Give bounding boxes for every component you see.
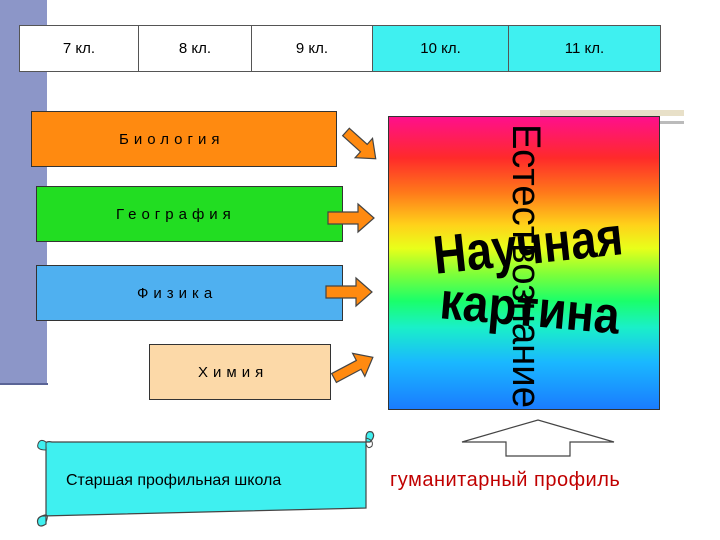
subject-chemistry-label: Химия xyxy=(198,363,269,381)
word-art-layer: Научная картина xyxy=(430,206,625,346)
profile-up-arrow xyxy=(461,419,615,457)
decor-line-top xyxy=(540,110,684,116)
subject-biology-label: Биология xyxy=(119,130,225,148)
subject-physics-label: Физика xyxy=(137,284,218,302)
humanities-profile-label: гуманитарный профиль xyxy=(390,469,621,491)
panel-vertical-title: Естествознание xyxy=(504,124,548,408)
grade-8: 8 кл. xyxy=(138,25,252,72)
subject-biology: Биология xyxy=(31,111,337,167)
subject-physics: Физика xyxy=(36,265,343,321)
grade-10: 10 кл. xyxy=(372,25,509,72)
vertical-text-layer: Естествознание xyxy=(504,124,548,408)
decor-line-bottom xyxy=(660,121,684,124)
arrow-physics xyxy=(325,276,373,308)
subject-geography: География xyxy=(36,186,343,242)
subject-geography-label: География xyxy=(116,205,236,223)
arrow-geography xyxy=(327,202,375,234)
subject-chemistry: Химия xyxy=(149,344,331,400)
arrow-chemistry xyxy=(330,352,374,384)
natural-science-panel xyxy=(388,116,660,410)
grade-9: 9 кл. xyxy=(251,25,373,72)
grade-7: 7 кл. xyxy=(19,25,139,72)
left-accent-line xyxy=(0,383,48,385)
arrow-biology xyxy=(341,127,377,160)
grade-11: 11 кл. xyxy=(508,25,661,72)
senior-school-scroll xyxy=(36,431,375,527)
senior-school-label: Старшая профильная школа xyxy=(66,472,282,489)
